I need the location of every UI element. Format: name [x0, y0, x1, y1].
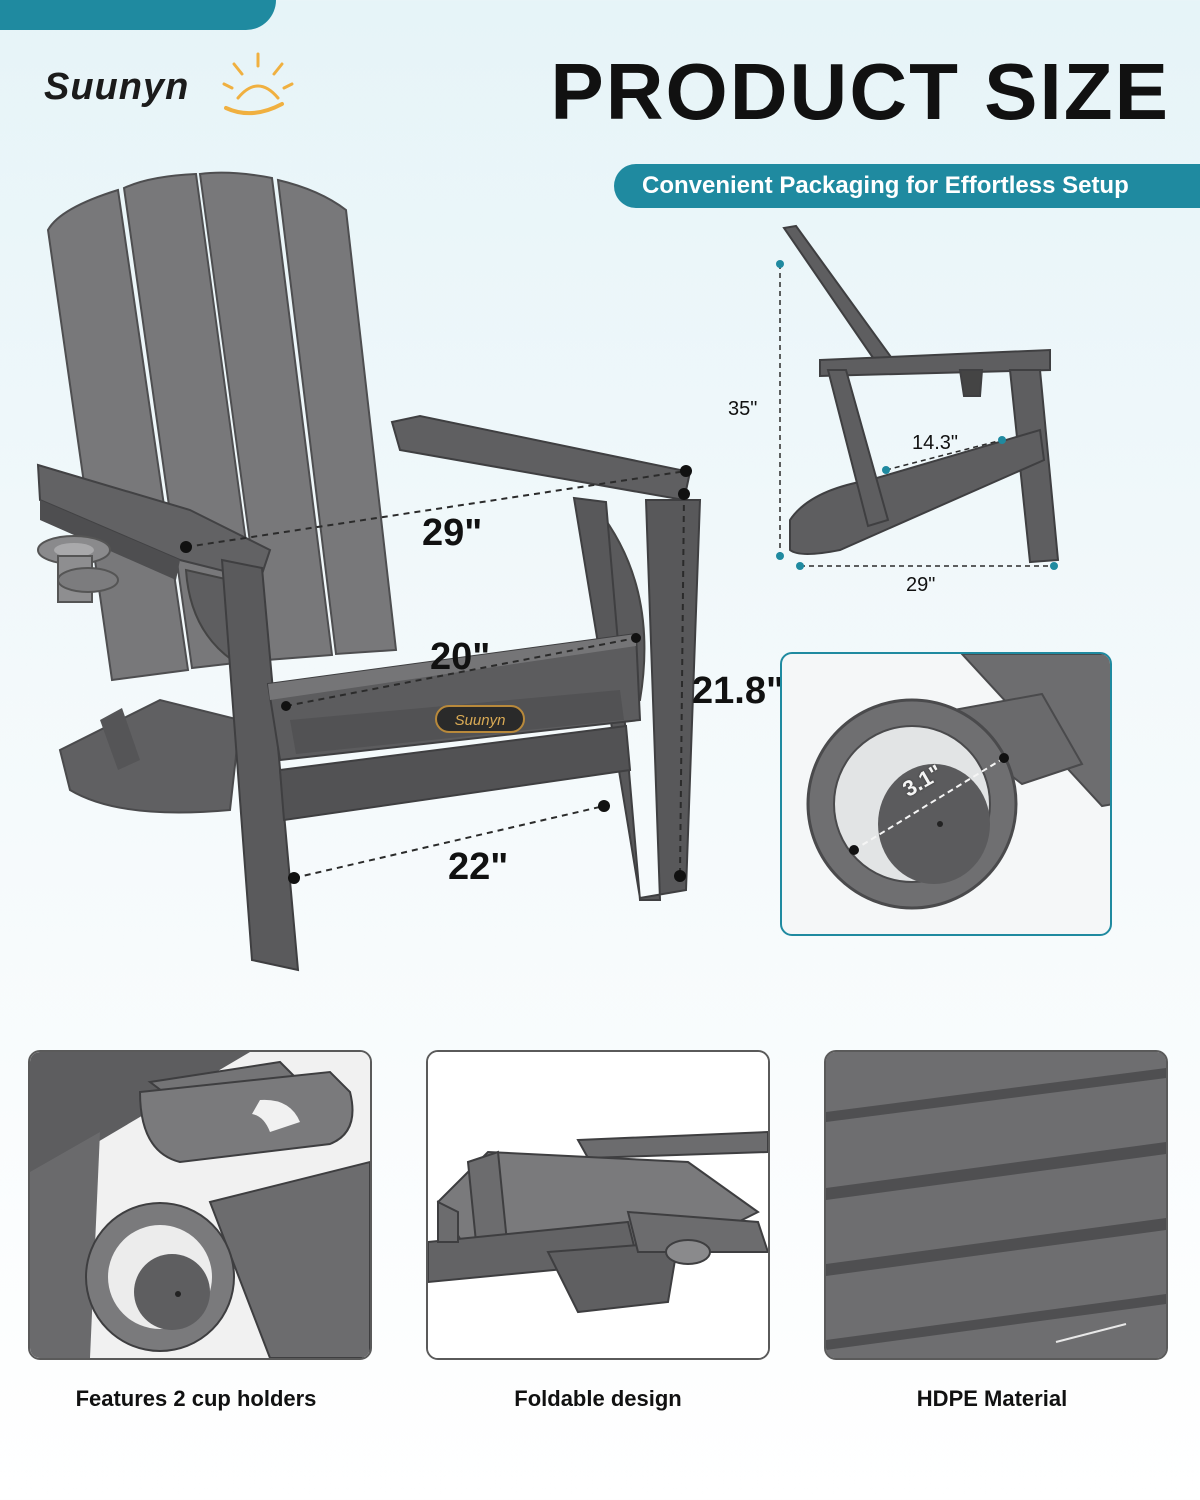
- dim-side-height: 35": [728, 398, 758, 420]
- brand-logo: Suunyn: [44, 48, 294, 128]
- page-title: PRODUCT SIZE: [550, 47, 1170, 136]
- dim-side-seat-depth: 14.3": [912, 432, 959, 454]
- cup-holder-small-icon: [37, 535, 119, 603]
- left-rocker: [58, 698, 242, 814]
- brand-badge: Suunyn: [435, 705, 525, 733]
- badge-text: Suunyn: [455, 712, 506, 729]
- dim-seat-height: 21.8": [692, 670, 784, 712]
- side-armrest: [819, 348, 1051, 378]
- hdpe-slats-icon: [826, 1052, 1166, 1358]
- caption-cup-holders: Features 2 cup holders: [75, 1386, 317, 1411]
- dimension-lines: [185, 470, 687, 879]
- left-front-leg: [220, 558, 300, 972]
- cup-holder-icon: [30, 1052, 370, 1358]
- side-seat-runner: [789, 428, 1046, 555]
- dim-arm-width: 29": [422, 512, 483, 554]
- cup-holder-detail: 3.1": [780, 652, 1112, 936]
- side-back: [782, 224, 898, 370]
- feature-hdpe: [824, 1050, 1168, 1360]
- subtitle-pill: Convenient Packaging for Effortless Setu…: [614, 164, 1200, 208]
- side-dimension-endpoints: [776, 260, 1058, 570]
- feature-cup-holders: [28, 1050, 372, 1360]
- brand-name: Suunyn: [44, 66, 190, 108]
- dim-seat-width: 20": [430, 636, 491, 678]
- right-armrest: [390, 414, 692, 502]
- cup-holder-detail-illustration: [806, 654, 1110, 910]
- caption-foldable: Foldable design: [514, 1386, 682, 1411]
- adirondack-chair-illustration: Suunyn: [36, 171, 702, 972]
- side-view: 35" 14.3" 29": [720, 220, 1080, 610]
- dimension-endpoints: [180, 465, 692, 884]
- dim-side-depth: 29": [906, 574, 936, 596]
- dim-leg-width: 22": [448, 846, 509, 888]
- caption-hdpe: HDPE Material: [916, 1386, 1068, 1411]
- sun-icon: [222, 52, 294, 116]
- main-chair-view: Suunyn 29" 20" 21.8" 22": [0, 160, 790, 990]
- folded-chair-icon: [428, 1052, 768, 1358]
- side-view-chair-illustration: [776, 224, 1060, 570]
- side-dimension-lines: [779, 264, 1054, 567]
- feature-foldable: [426, 1050, 770, 1360]
- corner-tab: [0, 0, 276, 30]
